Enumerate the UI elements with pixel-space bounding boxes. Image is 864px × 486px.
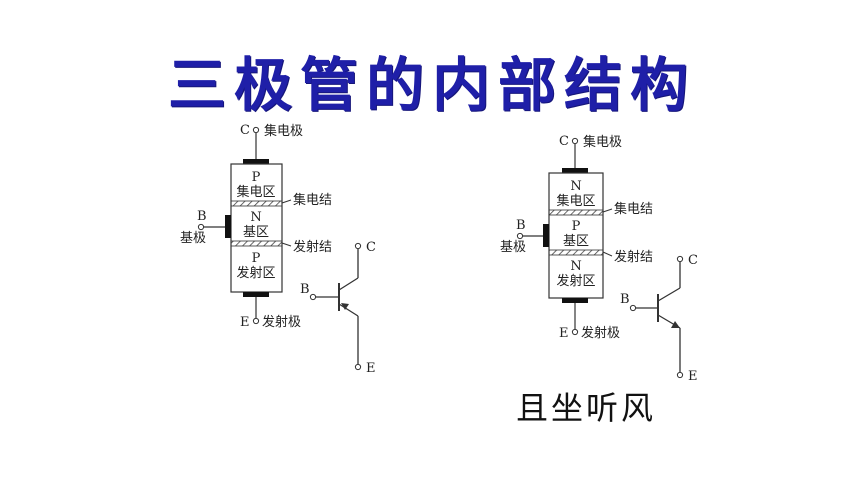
npn-base-terminal-dot: [516, 232, 524, 240]
pnp-symbol-collector-diagonal: [338, 277, 359, 291]
npn-collector-junction-label: 集电结: [614, 201, 653, 217]
npn-base-electrode: [543, 224, 549, 247]
pnp-collector-electrode: [243, 159, 269, 164]
pnp-base-electrode: [225, 215, 231, 238]
pnp-emitter-terminal-letter: E: [240, 315, 250, 330]
pnp-base-label: 基极: [180, 231, 206, 246]
npn-symbol-collector-letter: C: [688, 253, 698, 268]
npn-emitter-terminal-letter: E: [559, 326, 569, 341]
npn-emitter-junction-pointer: [602, 251, 613, 257]
page-title: 三极管的内部结构: [167, 51, 696, 119]
npn-region-1-type: N: [570, 179, 581, 194]
pnp-symbol-base-letter: B: [300, 282, 310, 297]
pnp-symbol-emitter-letter: E: [366, 361, 376, 376]
npn-emitter-label: 发射极: [581, 325, 620, 341]
npn-symbol-collector-dot: [676, 255, 684, 263]
pnp-region-1-name: 集电区: [236, 184, 275, 200]
pnp-symbol-emitter-arrow-icon: [341, 303, 349, 310]
pnp-emitter-terminal-dot: [252, 317, 260, 325]
pnp-collector-terminal-dot: [252, 126, 260, 134]
pnp-symbol-collector-dot: [354, 242, 362, 250]
pnp-symbol: [316, 249, 359, 364]
npn-emitter-junction-label: 发射结: [614, 249, 653, 265]
npn-symbol-emitter-arrow-icon: [671, 321, 680, 328]
npn-base-terminal-letter: B: [516, 218, 526, 233]
pnp-emitter-junction-hatch: [230, 240, 283, 247]
pnp-region-1-type: P: [252, 170, 261, 185]
pnp-region-2-name: 基区: [243, 225, 269, 240]
pnp-region-3-type: P: [252, 251, 261, 266]
pnp-emitter-junction-label: 发射结: [293, 239, 332, 255]
npn-region-2-type: P: [572, 219, 581, 234]
npn-collector-junction-hatch: [548, 209, 604, 216]
pnp-collector-junction-pointer: [281, 199, 292, 204]
pnp-region-2-type: N: [250, 210, 261, 225]
pnp-symbol-collector-letter: C: [366, 240, 376, 255]
npn-region-2-name: 基区: [563, 234, 589, 249]
npn-body: [548, 172, 604, 299]
npn-emitter-junction-hatch: [548, 249, 604, 256]
author-signature: 且坐听风: [516, 389, 657, 427]
npn-symbol-collector-diagonal: [657, 287, 681, 302]
pnp-collector-junction-hatch: [230, 200, 283, 207]
pnp-symbol-emitter-dot: [354, 363, 362, 371]
pnp-region-3-name: 发射区: [236, 265, 275, 281]
pnp-collector-terminal-letter: C: [240, 123, 250, 138]
npn-region-1-name: 集电区: [556, 193, 595, 209]
pnp-collector-junction-label: 集电结: [293, 192, 332, 208]
pnp-structure: C 集电极 P 集电区 N 基区 P 发射区 集电结 发射结 B 基极 E 发射…: [180, 123, 332, 330]
npn-symbol-emitter-dot: [676, 371, 684, 379]
pnp-emitter-electrode: [243, 292, 269, 297]
pnp-symbol-base-dot: [309, 293, 317, 301]
pnp-body: [230, 163, 283, 293]
npn-collector-terminal-dot: [571, 137, 579, 145]
pnp-base-terminal-dot: [197, 223, 205, 231]
npn-collector-terminal-letter: C: [559, 134, 569, 149]
npn-collector-label: 集电极: [583, 134, 622, 150]
npn-emitter-terminal-dot: [571, 328, 579, 336]
npn-emitter-electrode: [562, 298, 588, 303]
pnp-emitter-junction-pointer: [281, 242, 292, 247]
npn-collector-electrode: [562, 168, 588, 173]
npn-collector-junction-pointer: [602, 208, 613, 213]
npn-symbol-base-letter: B: [620, 292, 630, 307]
pnp-collector-label: 集电极: [264, 123, 303, 139]
pnp-emitter-label: 发射极: [262, 314, 301, 330]
npn-region-3-name: 发射区: [556, 273, 595, 289]
npn-structure: C 集电极 N 集电区 P 基区 N 发射区 集电结 发射结 B 基极 E 发射…: [500, 134, 653, 341]
pnp-symbol-emitter-diagonal: [338, 303, 359, 317]
npn-region-3-type: N: [570, 259, 581, 274]
npn-symbol-emitter-letter: E: [688, 369, 698, 384]
npn-symbol: [636, 262, 681, 372]
npn-base-label: 基极: [500, 240, 526, 255]
npn-symbol-base-dot: [629, 304, 637, 312]
pnp-base-terminal-letter: B: [197, 209, 207, 224]
